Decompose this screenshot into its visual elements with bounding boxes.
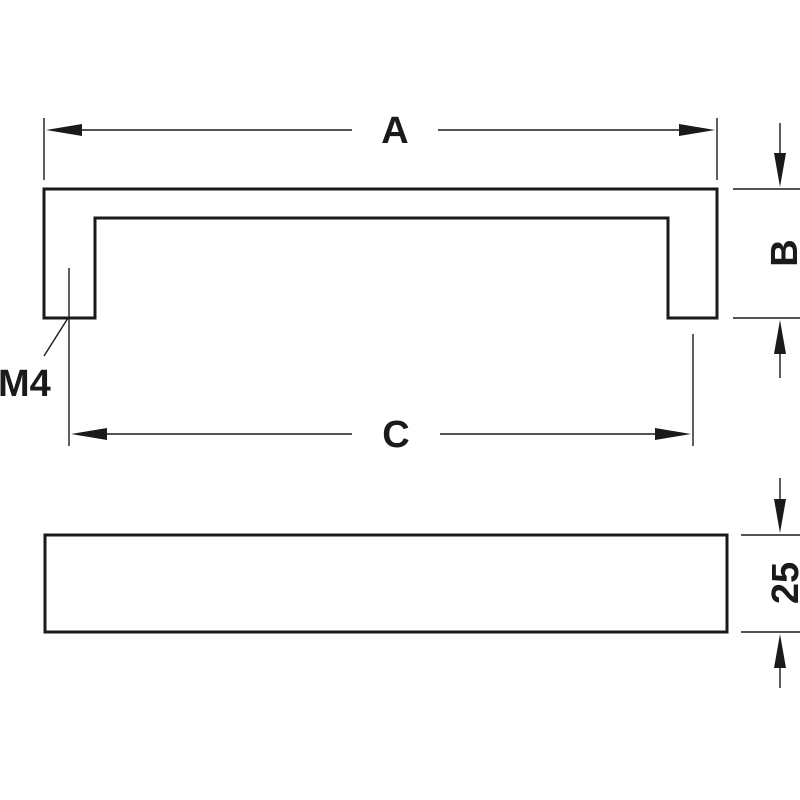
dim-b-arrows (774, 123, 786, 378)
dim-a-label: A (381, 110, 408, 152)
m4-leader-line (43, 317, 69, 357)
m4-label: M4 (0, 363, 51, 405)
dim-25-label: 25 (765, 562, 800, 604)
dim-b-label: B (764, 239, 800, 266)
dim-25-arrows (774, 478, 786, 688)
dim-c-line (71, 428, 691, 440)
handle-front-view (42, 187, 719, 320)
handle-top-view (43, 533, 729, 634)
dim-a-line (46, 124, 715, 136)
dim-c-label: C (382, 414, 409, 456)
